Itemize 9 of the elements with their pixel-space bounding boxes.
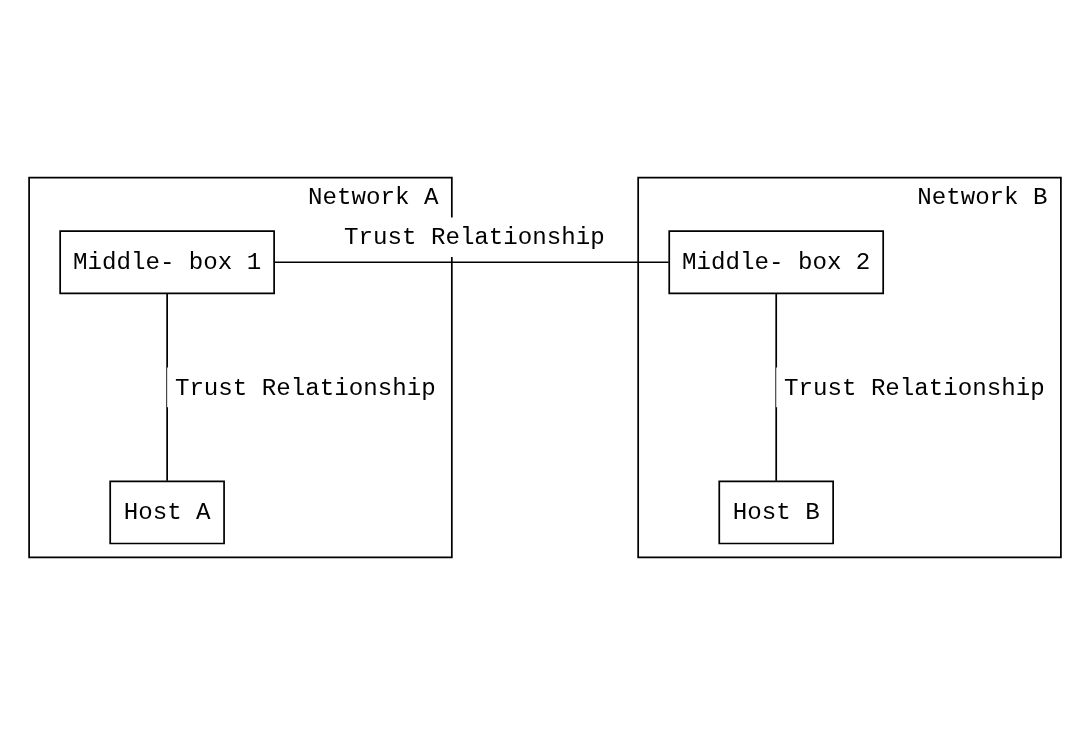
node-box: Middle- box 1 — [59, 229, 275, 294]
node-box: Middle- box 2 — [668, 229, 885, 294]
edge-label: Trust Relationship — [174, 374, 436, 402]
node-box: Host B — [718, 480, 834, 544]
node-box: Host A — [109, 480, 225, 544]
connector — [166, 292, 168, 482]
connector — [273, 260, 670, 263]
connector — [775, 292, 778, 482]
edge-label: Trust Relationship — [783, 374, 1045, 402]
